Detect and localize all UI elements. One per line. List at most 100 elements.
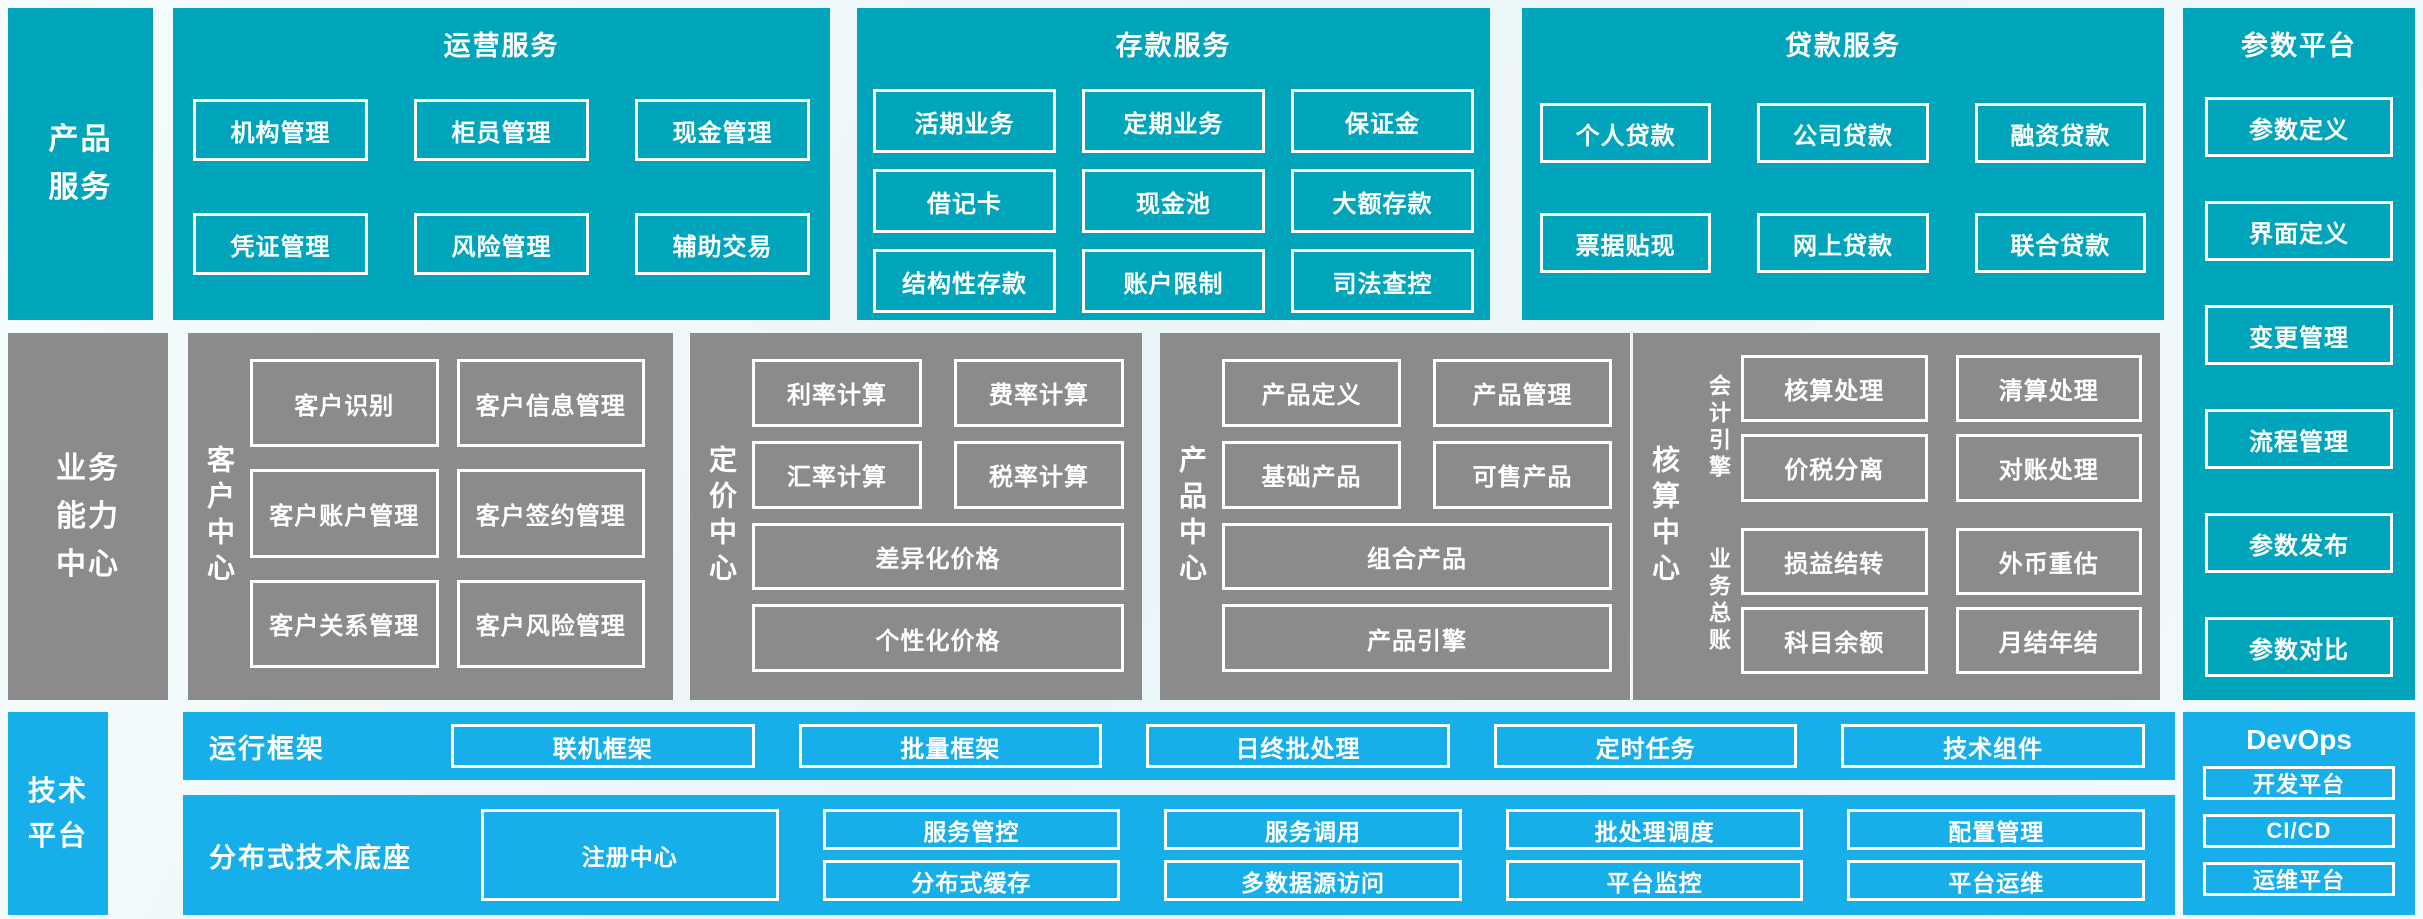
devops-stack: 开发平台 CI/CD 运维平台 — [2183, 756, 2415, 896]
pricing-box-interest-calc: 利率计算 — [752, 359, 922, 427]
distributed-box-service-invoke: 服务调用 — [1164, 809, 1462, 850]
section-operations-services: 运营服务 机构管理 柜员管理 现金管理 凭证管理 风险管理 辅助交易 — [173, 8, 830, 320]
deposit-box-debit-card: 借记卡 — [873, 169, 1056, 233]
runtime-framework-label: 运行框架 — [209, 733, 325, 764]
pricing-center-label: 定价中心 — [706, 444, 737, 589]
pricing-box-fee-calc: 费率计算 — [954, 359, 1124, 427]
devops-title: DevOps — [2246, 724, 2352, 755]
business-ledger-grid: 损益结转 外币重估 科目余额 月结年结 — [1741, 527, 2142, 674]
deposit-box-large-deposit: 大额存款 — [1291, 169, 1474, 233]
runtime-box-eod-batch: 日终批处理 — [1146, 724, 1450, 768]
accounting-engine-grid: 核算处理 清算处理 价税分离 对账处理 — [1741, 355, 2142, 502]
loan-box-personal: 个人贷款 — [1540, 103, 1712, 163]
business-ledger-label: 业务总账 — [1706, 546, 1731, 655]
pricing-box-tax-calc: 税率计算 — [954, 440, 1124, 509]
loan-box-joint: 联合贷款 — [1974, 213, 2146, 273]
deposit-grid: 活期业务 定期业务 保证金 借记卡 现金池 大额存款 结构性存款 账户限制 司法… — [857, 63, 1490, 313]
distributed-box-service-governance: 服务管控 — [822, 809, 1121, 850]
pricing-box-differentiated-price: 差异化价格 — [752, 522, 1124, 591]
operations-box-org-mgmt: 机构管理 — [193, 99, 368, 161]
product-box-sellable: 可售产品 — [1433, 440, 1612, 509]
distributed-box-platform-monitor: 平台监控 — [1505, 860, 1804, 901]
customer-box-contract-mgmt: 客户签约管理 — [456, 469, 645, 558]
operations-title: 运营服务 — [443, 31, 560, 61]
pricing-grid: 利率计算 费率计算 汇率计算 税率计算 差异化价格 个性化价格 — [752, 333, 1142, 700]
distributed-box-batch-scheduling: 批处理调度 — [1505, 809, 1804, 850]
deposit-box-judicial: 司法查控 — [1291, 249, 1474, 313]
section-customer-center: 客户中心 客户识别 客户信息管理 客户账户管理 客户签约管理 客户关系管理 客户… — [188, 333, 673, 700]
acct-box-pl-carryover: 损益结转 — [1741, 527, 1928, 595]
acct-box-fx-revaluation: 外币重估 — [1955, 527, 2142, 595]
product-box-basic: 基础产品 — [1222, 440, 1401, 509]
acct-box-month-year-end: 月结年结 — [1955, 606, 2142, 674]
section-pricing-center: 定价中心 利率计算 费率计算 汇率计算 税率计算 差异化价格 个性化价格 — [690, 333, 1142, 700]
deposit-box-structured: 结构性存款 — [873, 249, 1056, 313]
deposit-box-cash-pool: 现金池 — [1082, 169, 1265, 233]
operations-box-voucher-mgmt: 凭证管理 — [193, 213, 368, 275]
params-box-publish: 参数发布 — [2205, 513, 2393, 573]
section-loan-services: 贷款服务 个人贷款 公司贷款 融资贷款 票据贴现 网上贷款 联合贷款 — [1522, 8, 2164, 320]
accounting-groups: 会计引擎 核算处理 清算处理 价税分离 对账处理 业务总账 损益结转 外币重估 … — [1695, 333, 2160, 700]
pricing-box-personalized-price: 个性化价格 — [752, 604, 1124, 672]
operations-box-aux-trade: 辅助交易 — [635, 213, 810, 275]
distributed-base-label: 分布式技术底座 — [209, 842, 412, 873]
product-box-engine: 产品引擎 — [1222, 604, 1612, 672]
loan-title: 贷款服务 — [1785, 31, 1901, 61]
acct-box-tax-split: 价税分离 — [1741, 434, 1928, 502]
customer-box-risk-mgmt: 客户风险管理 — [456, 579, 645, 668]
deposit-box-margin: 保证金 — [1291, 89, 1474, 153]
customer-box-relation-mgmt: 客户关系管理 — [250, 579, 439, 668]
operations-grid: 机构管理 柜员管理 现金管理 凭证管理 风险管理 辅助交易 — [173, 63, 830, 275]
params-box-define: 参数定义 — [2205, 97, 2393, 157]
devops-box-cicd: CI/CD — [2203, 814, 2395, 848]
product-center-label: 产品中心 — [1176, 444, 1207, 589]
deposit-box-time: 定期业务 — [1082, 89, 1265, 153]
operations-box-cash-mgmt: 现金管理 — [635, 99, 810, 161]
params-box-process-mgmt: 流程管理 — [2205, 409, 2393, 469]
accounting-center-label: 核算中心 — [1649, 444, 1680, 589]
rail-label-technology-platform: 技术 平台 — [8, 712, 108, 915]
product-grid: 产品定义 产品管理 基础产品 可售产品 组合产品 产品引擎 — [1222, 333, 1630, 700]
customer-box-info-mgmt: 客户信息管理 — [456, 359, 645, 448]
distributed-box-distributed-cache: 分布式缓存 — [822, 860, 1121, 901]
params-box-ui-define: 界面定义 — [2205, 201, 2393, 261]
product-box-mgmt: 产品管理 — [1433, 359, 1612, 427]
acct-box-subject-balance: 科目余额 — [1741, 606, 1928, 674]
distributed-box-multi-datasource: 多数据源访问 — [1164, 860, 1462, 901]
column-devops: DevOps 开发平台 CI/CD 运维平台 — [2183, 712, 2415, 915]
acct-box-clearing-proc: 清算处理 — [1955, 355, 2142, 423]
distributed-grid: 注册中心 服务管控 服务调用 批处理调度 配置管理 分布式缓存 多数据源访问 平… — [451, 795, 2175, 915]
devops-box-dev-platform: 开发平台 — [2203, 766, 2395, 800]
params-box-change-mgmt: 变更管理 — [2205, 305, 2393, 365]
customer-box-account-mgmt: 客户账户管理 — [250, 469, 439, 558]
rail-label-product-services: 产品 服务 — [8, 8, 153, 320]
params-box-compare: 参数对比 — [2205, 617, 2393, 677]
section-accounting-center: 核算中心 会计引擎 核算处理 清算处理 价税分离 对账处理 业务总账 损益结转 … — [1633, 333, 2160, 700]
runtime-box-batch-framework: 批量框架 — [798, 724, 1103, 768]
rail-label-business-capability-center: 业务 能力 中心 — [8, 333, 168, 700]
runtime-box-tech-component: 技术组件 — [1841, 724, 2145, 768]
product-box-combined: 组合产品 — [1222, 522, 1612, 591]
accounting-group-ledger: 业务总账 损益结转 外币重估 科目余额 月结年结 — [1695, 527, 2142, 674]
deposit-box-demand: 活期业务 — [873, 89, 1056, 153]
deposit-box-account-limit: 账户限制 — [1082, 249, 1265, 313]
pricing-box-fx-calc: 汇率计算 — [752, 440, 922, 509]
accounting-engine-label: 会计引擎 — [1706, 374, 1731, 483]
loan-box-bill-discount: 票据贴现 — [1540, 213, 1712, 273]
distributed-box-config-mgmt: 配置管理 — [1847, 809, 2145, 850]
section-distributed-tech-base: 分布式技术底座 注册中心 服务管控 服务调用 批处理调度 配置管理 分布式缓存 … — [183, 795, 2175, 915]
distributed-box-registry-center: 注册中心 — [481, 809, 779, 901]
operations-box-risk-mgmt: 风险管理 — [414, 213, 589, 275]
deposit-title: 存款服务 — [1115, 31, 1232, 61]
product-box-define: 产品定义 — [1222, 359, 1401, 427]
customer-box-identify: 客户识别 — [250, 359, 439, 448]
loan-box-online: 网上贷款 — [1757, 213, 1929, 273]
loan-grid: 个人贷款 公司贷款 融资贷款 票据贴现 网上贷款 联合贷款 — [1522, 63, 2164, 273]
loan-box-corporate: 公司贷款 — [1757, 103, 1929, 163]
column-parameter-platform: 参数平台 参数定义 界面定义 变更管理 流程管理 参数发布 参数对比 — [2183, 8, 2415, 700]
runtime-box-scheduled-task: 定时任务 — [1493, 724, 1798, 768]
acct-box-reconciliation: 对账处理 — [1955, 434, 2142, 502]
runtime-box-online-framework: 联机框架 — [451, 724, 755, 768]
customer-center-label: 客户中心 — [204, 444, 235, 589]
acct-box-accounting-proc: 核算处理 — [1741, 355, 1928, 423]
